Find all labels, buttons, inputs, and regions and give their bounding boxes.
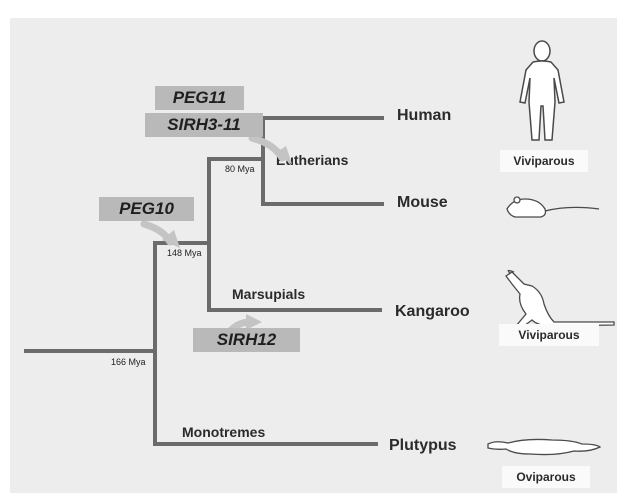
arrow-sirh3-11-icon: [246, 134, 306, 174]
clade-label-monotremes: Monotremes: [182, 424, 265, 440]
branch-human: [261, 116, 384, 120]
kangaroo-silhouette-icon: [502, 270, 616, 332]
branch-root: [24, 349, 156, 353]
species-label-mouse: Mouse: [397, 194, 448, 212]
clade-label-marsupials: Marsupials: [232, 286, 305, 302]
branch-platypus: [153, 442, 378, 446]
gene-label-peg10: PEG10: [99, 197, 194, 221]
species-label-platypus: Plutypus: [389, 437, 457, 455]
reproduction-label-marsupials: Viviparous: [499, 324, 599, 346]
species-label-kangaroo: Kangaroo: [395, 303, 470, 321]
reproduction-label-eutherians: Viviparous: [500, 150, 588, 172]
gene-label-sirh12: SIRH12: [193, 328, 300, 352]
species-label-human: Human: [397, 107, 451, 125]
arrow-peg10-icon: [140, 220, 200, 260]
platypus-silhouette-icon: [486, 434, 602, 460]
divergence-time-166: 166 Mya: [110, 357, 147, 367]
gene-label-peg11: PEG11: [155, 86, 244, 110]
branch-148-vertical: [207, 157, 211, 312]
gene-label-sirh3-11: SIRH3-11: [145, 113, 263, 137]
branch-166-vertical: [153, 241, 157, 446]
human-silhouette-icon: [515, 40, 569, 145]
reproduction-label-monotremes: Oviparous: [502, 466, 590, 488]
mouse-silhouette-icon: [503, 193, 601, 223]
branch-mouse: [261, 202, 384, 206]
